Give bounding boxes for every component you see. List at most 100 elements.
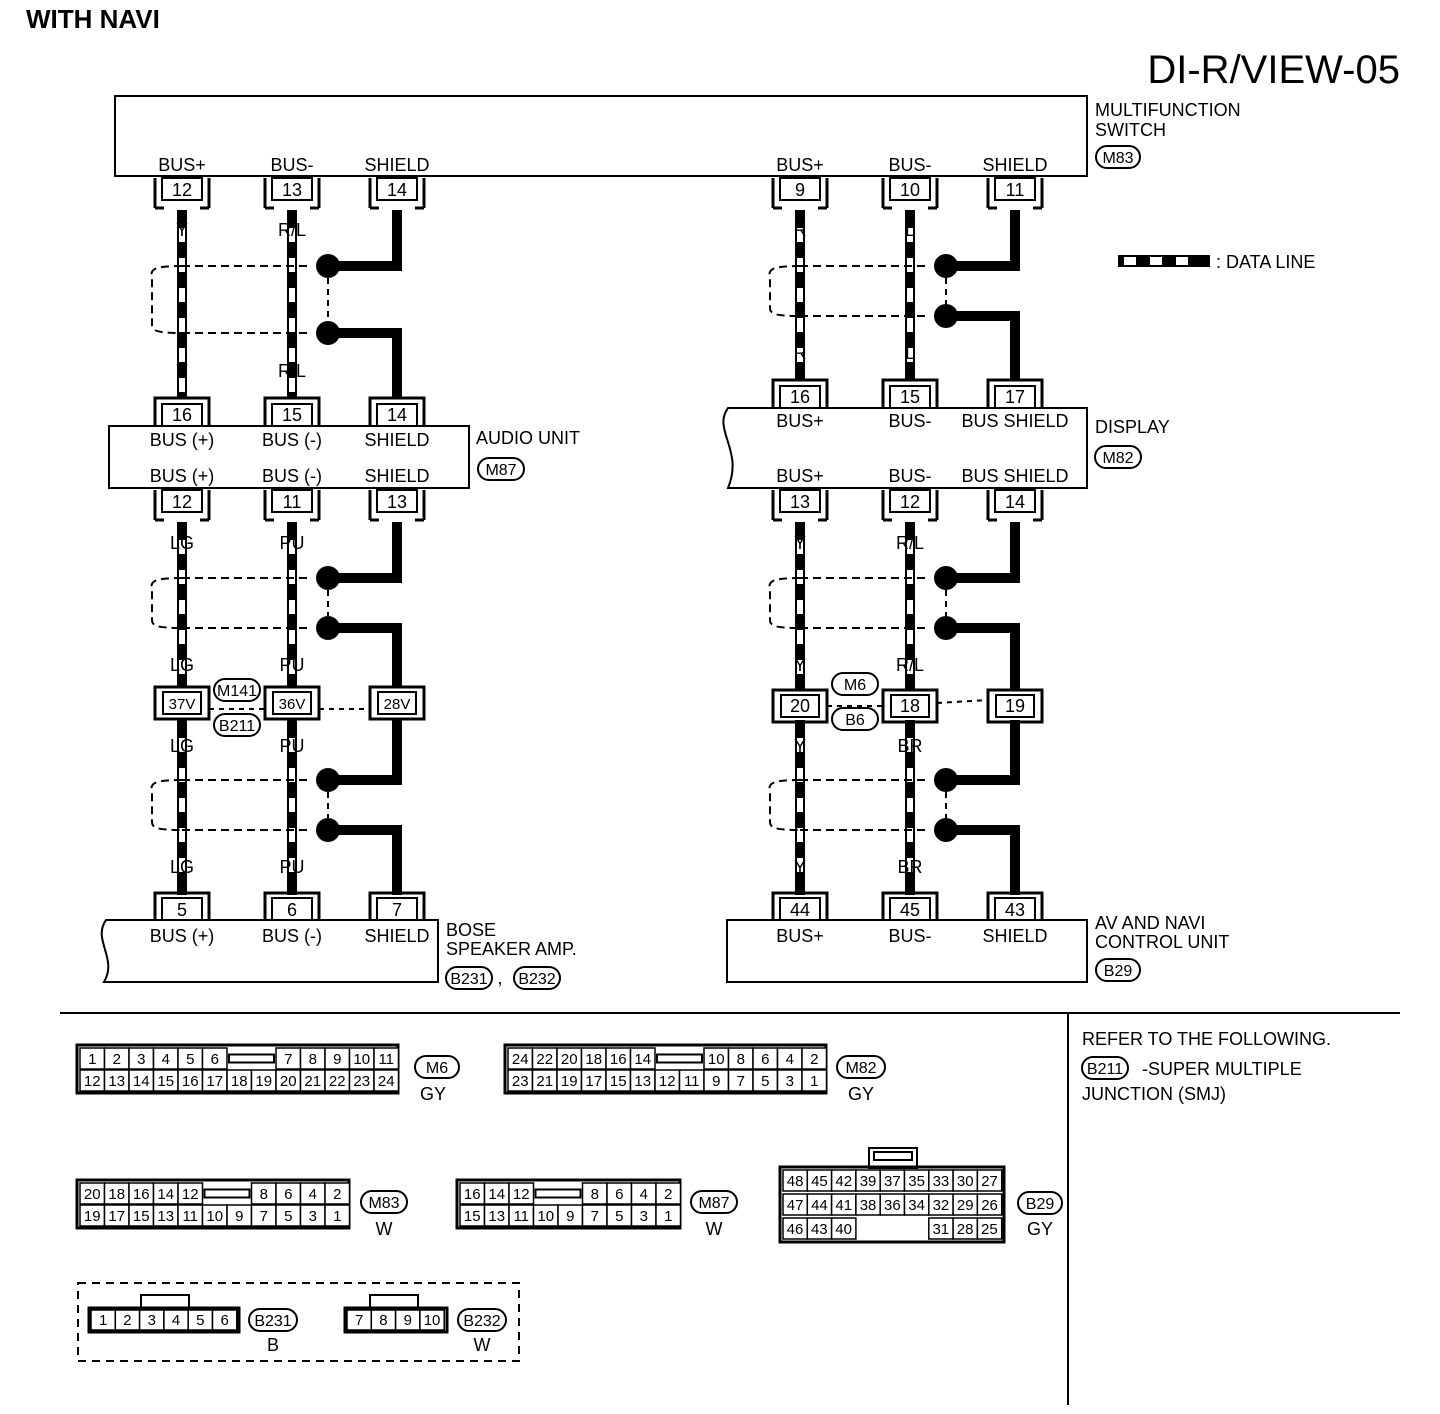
m87-top-terminal: 16: [172, 405, 192, 425]
seg1-right-wire-b-gap: [907, 318, 913, 332]
b232-face-pin: 10: [424, 1312, 441, 1329]
seg3-left-wire-b-gap: [289, 798, 295, 812]
m87-top-terminal: 14: [387, 405, 407, 425]
wire-color: LG: [170, 655, 194, 675]
seg1-right-drain-upper: [946, 210, 1020, 271]
refer-desc: -SUPER MULTIPLE: [1142, 1059, 1302, 1079]
wire-color: Y: [794, 736, 806, 756]
seg3-left-wire-b-gap: [289, 768, 295, 782]
b29-face-pin: 43: [811, 1221, 828, 1238]
junction-left-terminal: 36V: [279, 696, 306, 713]
junction-right-terminal-inner: [995, 694, 1035, 718]
seg3-left-wire-a-gap: [179, 768, 185, 782]
m87-bottom-terminal-box: [271, 489, 313, 513]
wire-color: Y: [794, 533, 806, 553]
m82-face-pin: 12: [659, 1073, 676, 1090]
audio-pin-label: BUS (-): [262, 430, 322, 450]
junction-link: [936, 699, 989, 704]
b29-face-pin-cell: [830, 1217, 857, 1240]
wire-color: PU: [279, 533, 304, 553]
m6-face-color: GY: [420, 1084, 446, 1104]
b29-face-frame: [778, 1165, 1006, 1244]
m82-face-pin: 3: [786, 1073, 794, 1090]
seg3-left-drain-lower: [328, 825, 402, 895]
m83-face-pin: 6: [284, 1186, 292, 1203]
audio-pin-label: SHIELD: [364, 430, 429, 450]
multifunction-switch-box: [114, 95, 1088, 177]
b29-face-pin: 41: [835, 1197, 852, 1214]
m87-face-pin: 9: [566, 1208, 574, 1225]
m6-face-pin: 2: [113, 1051, 121, 1068]
m83-face-pin: 18: [108, 1186, 125, 1203]
b29-face-pin: 28: [957, 1221, 974, 1238]
wire-color: BR: [897, 736, 922, 756]
av-navi-code: B29: [1104, 963, 1133, 980]
seg3-left-wire-a-gap: [179, 738, 185, 752]
m83-face-pin: 14: [157, 1186, 174, 1203]
b29-bracket: [771, 891, 829, 920]
av-navi-pin-label: BUS-: [888, 926, 931, 946]
seg2-right-wire-a-gap: [797, 630, 803, 644]
seg3-right-wire-b-gap: [907, 828, 913, 842]
wire-color: PU: [279, 857, 304, 877]
seg3-left-drain-upper: [328, 720, 402, 785]
seg3-right-shield-left: [768, 779, 801, 831]
m87-face-code: M87: [698, 1195, 729, 1212]
m83-face-pin: 8: [260, 1186, 268, 1203]
m82-bottom-terminal: 12: [900, 492, 920, 512]
b29-face-pin: 39: [860, 1173, 877, 1190]
bose-code-separator: ,: [497, 968, 502, 988]
m82-face-pin: 11: [684, 1073, 700, 1090]
seg2-right-wire-b-gap: [907, 660, 913, 674]
m83-face-pin: 13: [157, 1208, 174, 1225]
seg3-right-drain-upper: [946, 720, 1020, 785]
b231-face-pin: 1: [99, 1312, 107, 1329]
b29-face-pin: 44: [811, 1197, 828, 1214]
m83-terminal-box: [161, 177, 203, 201]
m82-face-pin: 20: [561, 1051, 578, 1068]
bose-bracket: [263, 891, 321, 920]
m82-face-pin: 14: [634, 1051, 651, 1068]
seg1-left-drain-lower: [328, 328, 402, 398]
m83-face-pin: 20: [84, 1186, 101, 1203]
seg2-left-wire-a-gap: [179, 660, 185, 674]
wire-color: R/L: [896, 533, 924, 553]
m6-face-pin-lock: [228, 1053, 275, 1064]
b29-face-pin: 25: [981, 1221, 998, 1238]
b231-face-pin: 6: [220, 1312, 228, 1329]
m87-top-bracket: [153, 396, 211, 426]
m83-terminal-bracket: [153, 178, 211, 208]
audio-unit-box: [108, 425, 470, 489]
m6-face-pin: 19: [255, 1073, 272, 1090]
multifunction-pin-label: SHIELD: [364, 155, 429, 175]
m82-top-terminal: 16: [790, 387, 810, 407]
m83-face-pin-lock: [203, 1188, 251, 1199]
m87-bottom-terminal-bracket: [368, 490, 426, 520]
m82-face-pin: 13: [634, 1073, 651, 1090]
seg1-left-wire-b-gap: [289, 378, 295, 392]
m82-bottom-terminal-box: [889, 489, 931, 513]
wire-color: LG: [170, 857, 194, 877]
av-navi-name: CONTROL UNIT: [1095, 932, 1229, 952]
m82-top-bracket: [986, 378, 1044, 408]
seg2-right-drain-lower: [946, 623, 1020, 692]
seg2-left-wire-b-gap: [289, 600, 295, 614]
bose-name: BOSE: [446, 920, 496, 940]
m82-face-pin-cell: [801, 1069, 828, 1092]
wire-color: Y: [176, 361, 188, 381]
wire-color: R/L: [278, 220, 306, 240]
multifunction-pin-label: BUS-: [888, 155, 931, 175]
m6-face-pin: 9: [333, 1051, 341, 1068]
m83-face-pin-cell: [177, 1182, 204, 1205]
display-name: DISPLAY: [1095, 417, 1170, 437]
av-navi-name: AV AND NAVI: [1095, 913, 1205, 933]
junction-right-terminal: 19: [1005, 696, 1025, 716]
refer-desc: JUNCTION (SMJ): [1082, 1084, 1226, 1104]
b29-face-pin-cell: [976, 1169, 1003, 1192]
junction-right-terminal-inner: [780, 694, 820, 718]
m82-face-pin: 15: [610, 1073, 627, 1090]
junction-left-code: M141: [217, 683, 257, 700]
seg2-right-shield-left: [768, 577, 801, 629]
bose-code-outline: [445, 966, 493, 990]
m87-face-pin: 4: [640, 1186, 648, 1203]
